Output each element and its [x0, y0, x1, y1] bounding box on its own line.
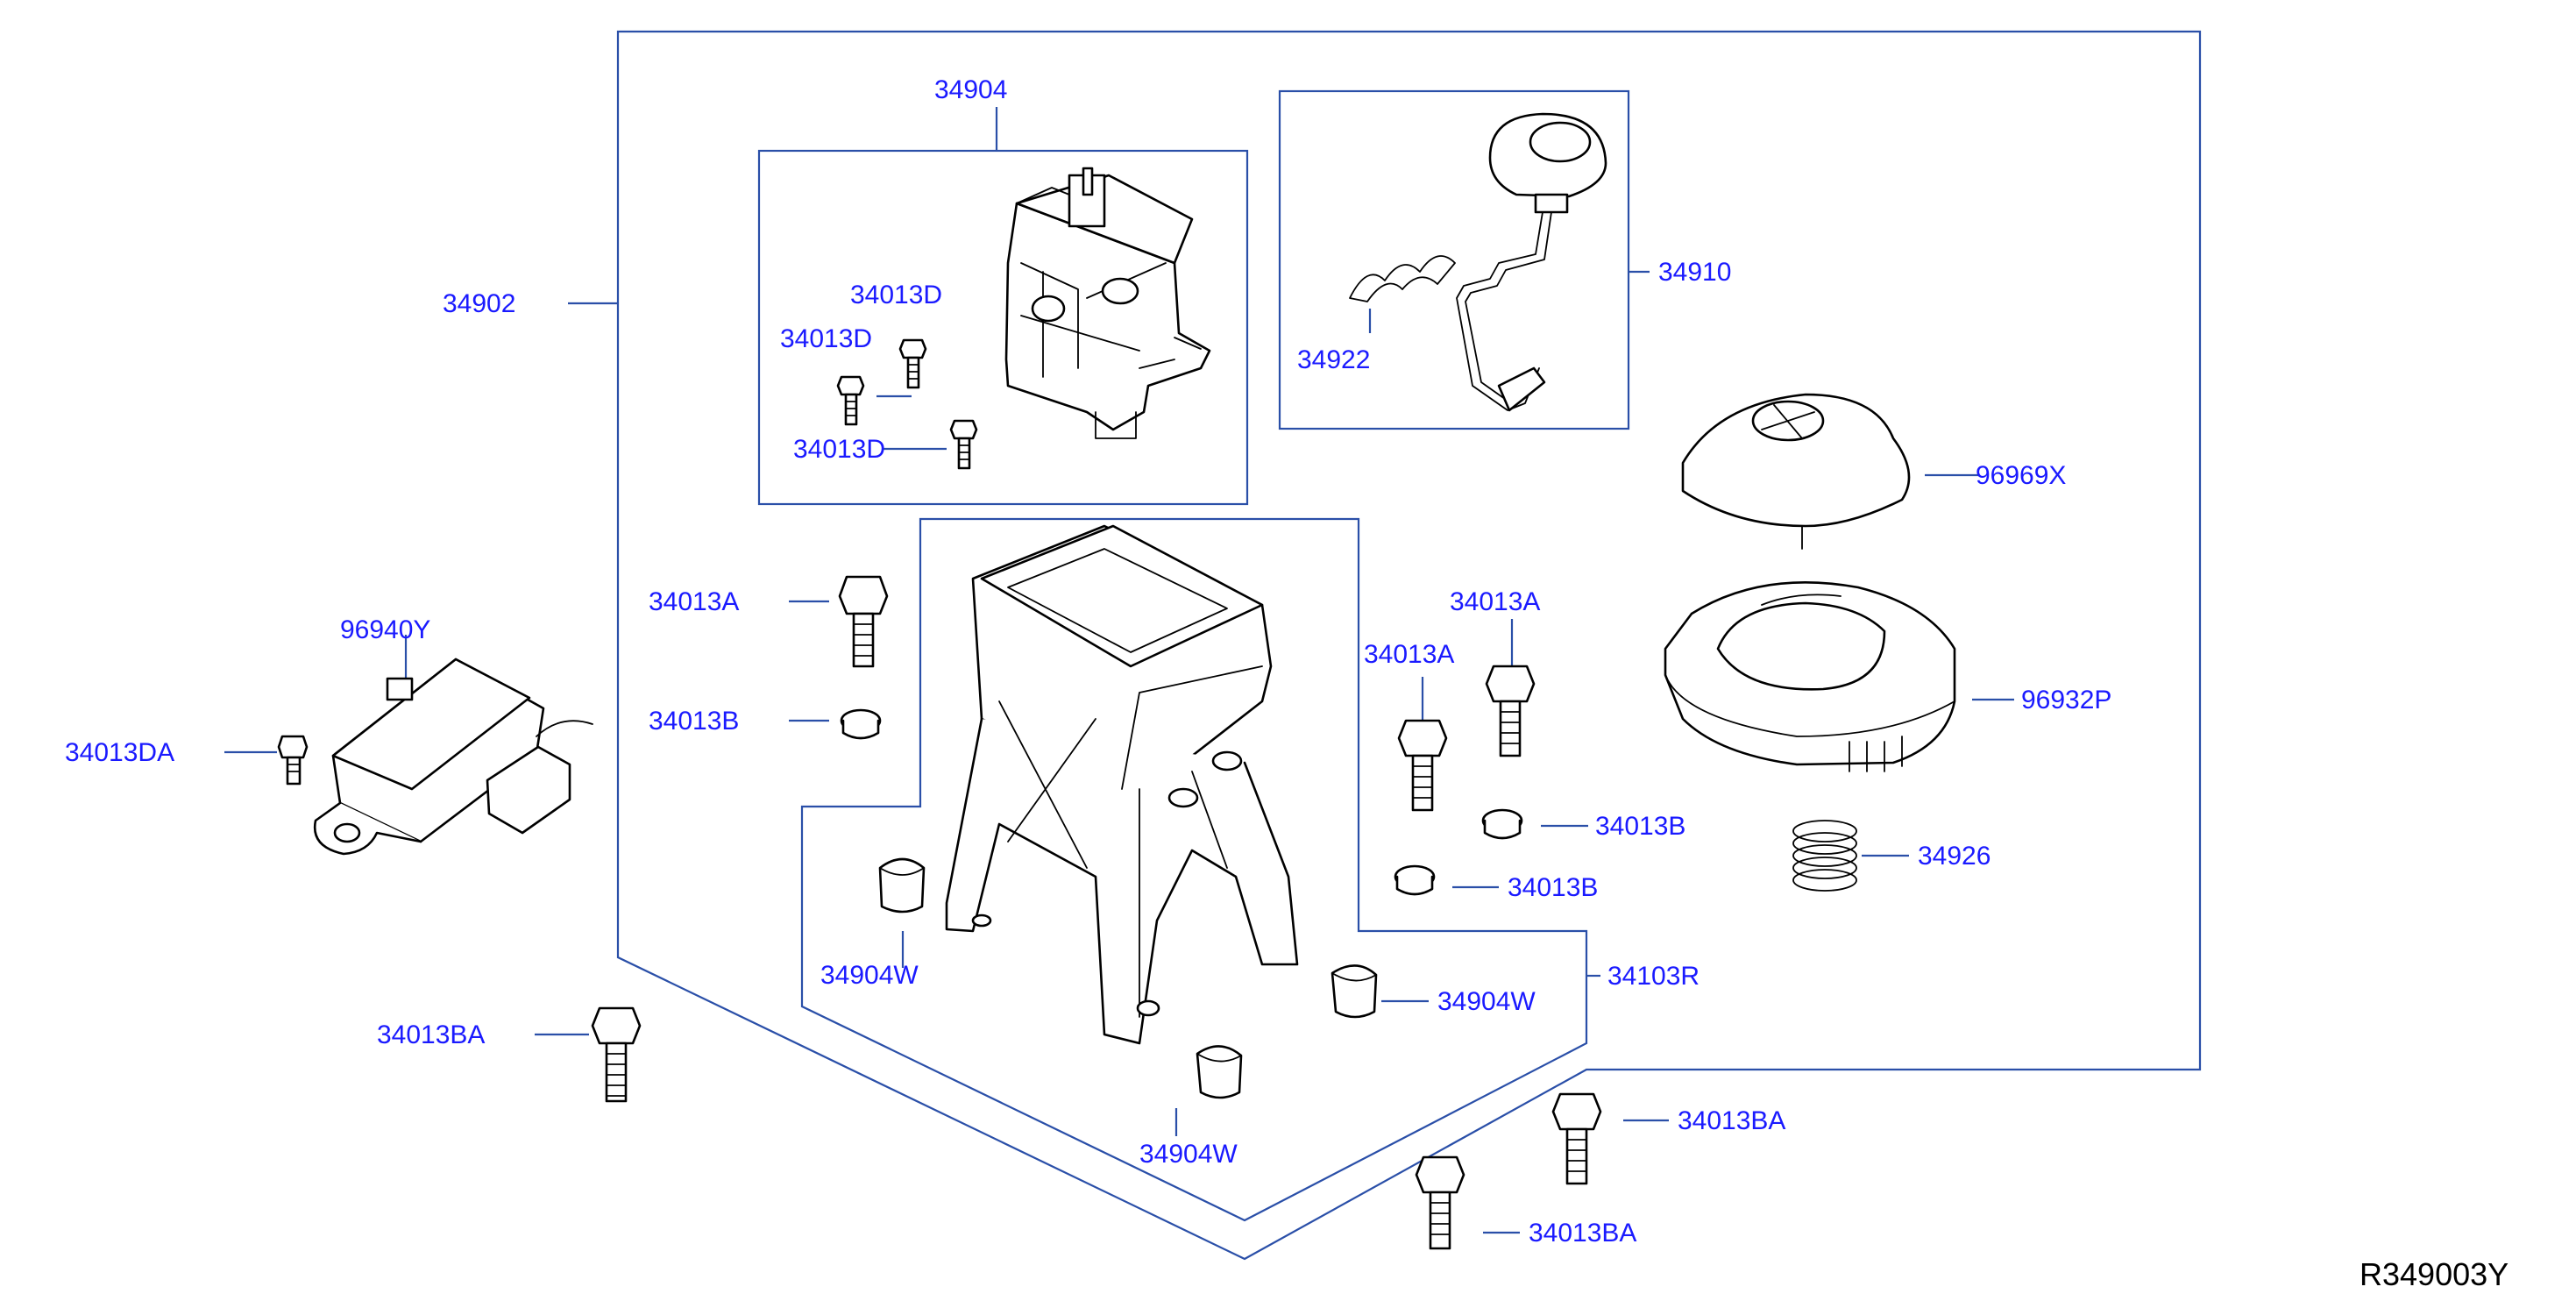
bolt-34013da: [277, 735, 309, 786]
leader-lines: [224, 107, 2014, 1234]
label-34013b-r1: 34013B: [1595, 812, 1685, 841]
bracket-34103r: [945, 524, 1299, 1045]
subassembly-frame-34103r: [800, 517, 1588, 1222]
label-34013d-a: 34013D: [850, 281, 942, 309]
label-34013da: 34013DA: [65, 738, 174, 767]
shift-lock-knob-34910: [1456, 112, 1607, 412]
label-34926: 34926: [1918, 842, 1991, 871]
label-96932p: 96932P: [2021, 686, 2111, 714]
label-34013a-left: 34013A: [649, 587, 739, 616]
label-34910: 34910: [1658, 258, 1731, 287]
bolt-34013d-a: [898, 338, 927, 389]
bolt-34013ba-right2: [1415, 1155, 1465, 1250]
label-34013ba-right2: 34013BA: [1529, 1219, 1636, 1248]
subassembly-frame-34904: [757, 149, 1249, 506]
sensor-96940y: [313, 658, 593, 856]
spring-34926: [1792, 820, 1857, 892]
assembly-frame-34902: [616, 30, 2202, 1261]
shift-mechanism-34904: [1004, 167, 1211, 439]
bolt-34013a-right: [1485, 665, 1536, 757]
label-34904w-bottom: 34904W: [1139, 1140, 1238, 1169]
clip-34904w-left: [878, 857, 926, 914]
label-34013ba-right1: 34013BA: [1678, 1106, 1785, 1135]
nut-34013b-left: [840, 708, 882, 740]
part-labels: 34902 34904 34013D 34013D 34013D 34910 3…: [65, 75, 2509, 1292]
dial-housing-96932p: [1664, 581, 1956, 772]
nut-34013b-r1: [1481, 808, 1523, 840]
label-34013b-left: 34013B: [649, 707, 739, 736]
label-34103r: 34103R: [1607, 962, 1700, 991]
bolt-34013ba-left: [591, 1006, 642, 1103]
bolt-34013d-b: [836, 375, 865, 426]
label-34904: 34904: [934, 75, 1007, 104]
label-34013a-mid: 34013A: [1364, 640, 1454, 669]
label-34902: 34902: [443, 289, 515, 318]
clip-34904w-bottom: [1196, 1045, 1243, 1099]
label-34013d-c: 34013D: [793, 435, 885, 464]
label-34013d-b: 34013D: [780, 324, 872, 353]
label-34013b-r2: 34013B: [1508, 873, 1598, 902]
label-96969x: 96969X: [1976, 461, 2066, 490]
bolt-34013d-c: [949, 419, 978, 470]
console-finisher-96969x: [1681, 393, 1911, 550]
clip-34904w-right: [1331, 964, 1378, 1019]
nut-34013b-r2: [1394, 864, 1436, 896]
subassembly-frame-34910: [1278, 89, 1630, 430]
label-34904w-left: 34904W: [820, 961, 919, 990]
label-96940y: 96940Y: [340, 615, 430, 644]
label-34013ba-left: 34013BA: [377, 1020, 485, 1049]
label-34013a-right: 34013A: [1450, 587, 1540, 616]
bolt-34013a-left: [838, 575, 889, 668]
label-34922: 34922: [1297, 345, 1370, 374]
bolt-34013a-mid: [1397, 719, 1448, 812]
diagram-reference-code: R349003Y: [2360, 1256, 2509, 1292]
spring-clip-34922: [1349, 255, 1456, 302]
bolt-34013ba-right1: [1551, 1092, 1602, 1185]
label-34904w-right: 34904W: [1437, 987, 1536, 1016]
